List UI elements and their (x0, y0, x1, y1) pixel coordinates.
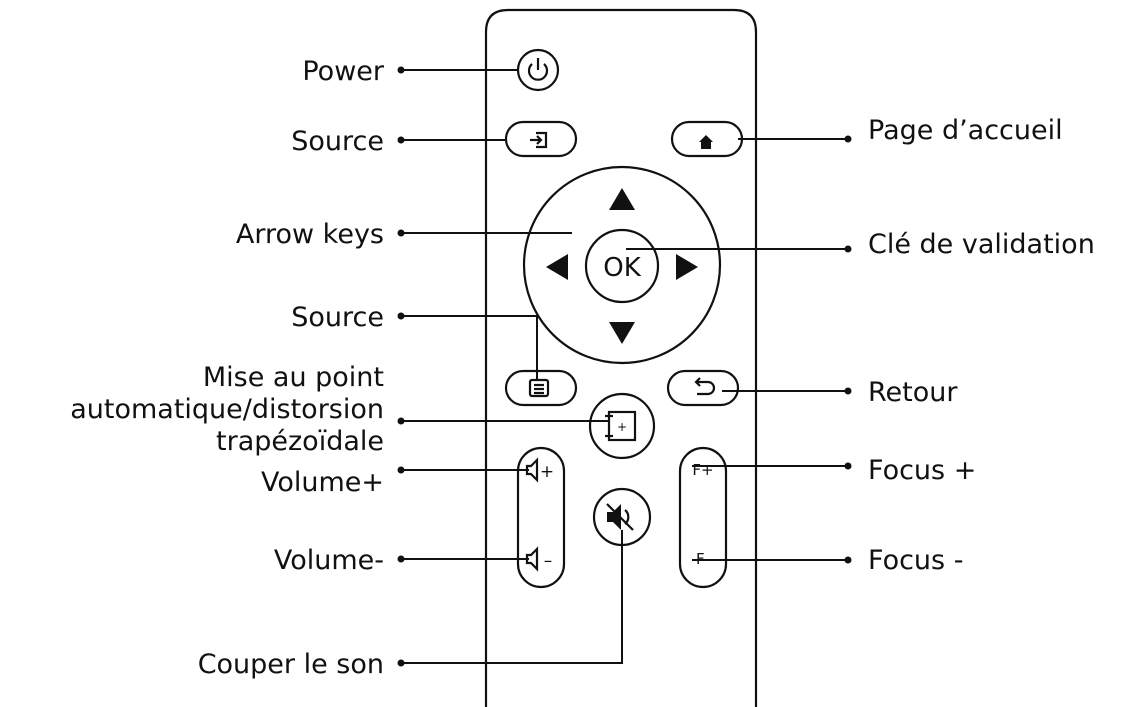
callout-back: Retour (868, 377, 958, 408)
focus-plus-label[interactable]: F+ (692, 461, 713, 479)
menu-button[interactable] (504, 369, 578, 407)
mute-icon (606, 503, 634, 531)
keystone-frame-icon: + (605, 410, 637, 442)
callout-focus-up: Focus + (868, 455, 976, 486)
callout-autofocus-line1: Mise au point (203, 362, 384, 393)
home-icon (699, 135, 713, 149)
autofocus-keystone-button[interactable]: + (588, 392, 656, 460)
leader-power (397, 66, 518, 74)
leader-focus-down (692, 556, 852, 564)
ok-label: OK (603, 253, 641, 283)
callout-volume-down: Volume- (274, 545, 384, 576)
leader-source-1 (397, 136, 506, 144)
callout-power: Power (302, 56, 385, 87)
callout-home: Page d’accueil (868, 115, 1063, 146)
callout-source-1: Source (291, 126, 384, 157)
arrow-down-button[interactable] (609, 322, 635, 344)
callout-mute: Couper le son (198, 649, 384, 680)
speaker-icon (525, 546, 539, 572)
remote-body (484, 8, 758, 707)
callout-volume-up: Volume+ (261, 467, 384, 498)
back-button[interactable] (666, 369, 740, 407)
leader-autofocus (397, 417, 610, 425)
volume-down-button[interactable]: – (525, 546, 553, 572)
leader-focus-up (692, 462, 852, 470)
arrow-up-button[interactable] (609, 188, 635, 210)
callout-focus-down: Focus - (868, 545, 963, 576)
leader-volume-up (397, 466, 529, 474)
callout-source-2: Source (291, 302, 384, 333)
volume-up-button[interactable]: + (525, 457, 554, 483)
leader-back (722, 387, 852, 395)
leader-home (738, 135, 852, 143)
focus-rocker[interactable] (678, 446, 728, 589)
callout-autofocus-line3: trapézoïdale (216, 426, 384, 457)
callout-ok: Clé de validation (868, 229, 1095, 260)
input-source-icon (530, 131, 548, 149)
arrow-left-button[interactable] (546, 254, 568, 280)
leader-source-2 (397, 312, 538, 380)
leader-arrow-keys (397, 229, 572, 237)
callout-autofocus-line2: automatique/distorsion (70, 394, 384, 425)
svg-text:+: + (617, 420, 627, 434)
speaker-icon (525, 457, 539, 483)
leader-volume-down (397, 555, 529, 563)
volume-minus-label: – (544, 551, 553, 571)
volume-plus-label: + (540, 462, 554, 482)
power-button[interactable] (516, 48, 560, 92)
ok-button[interactable]: OK (584, 228, 660, 304)
leader-mute (397, 530, 623, 667)
source-button[interactable] (504, 120, 578, 158)
power-icon (527, 58, 549, 81)
callout-arrow-keys: Arrow keys (236, 219, 384, 250)
volume-rocker[interactable] (516, 446, 566, 589)
mute-button[interactable] (592, 487, 652, 547)
arrow-right-button[interactable] (676, 254, 698, 280)
leader-ok (626, 245, 852, 253)
home-button[interactable] (670, 120, 744, 158)
back-icon (694, 377, 716, 396)
menu-icon (528, 378, 550, 398)
